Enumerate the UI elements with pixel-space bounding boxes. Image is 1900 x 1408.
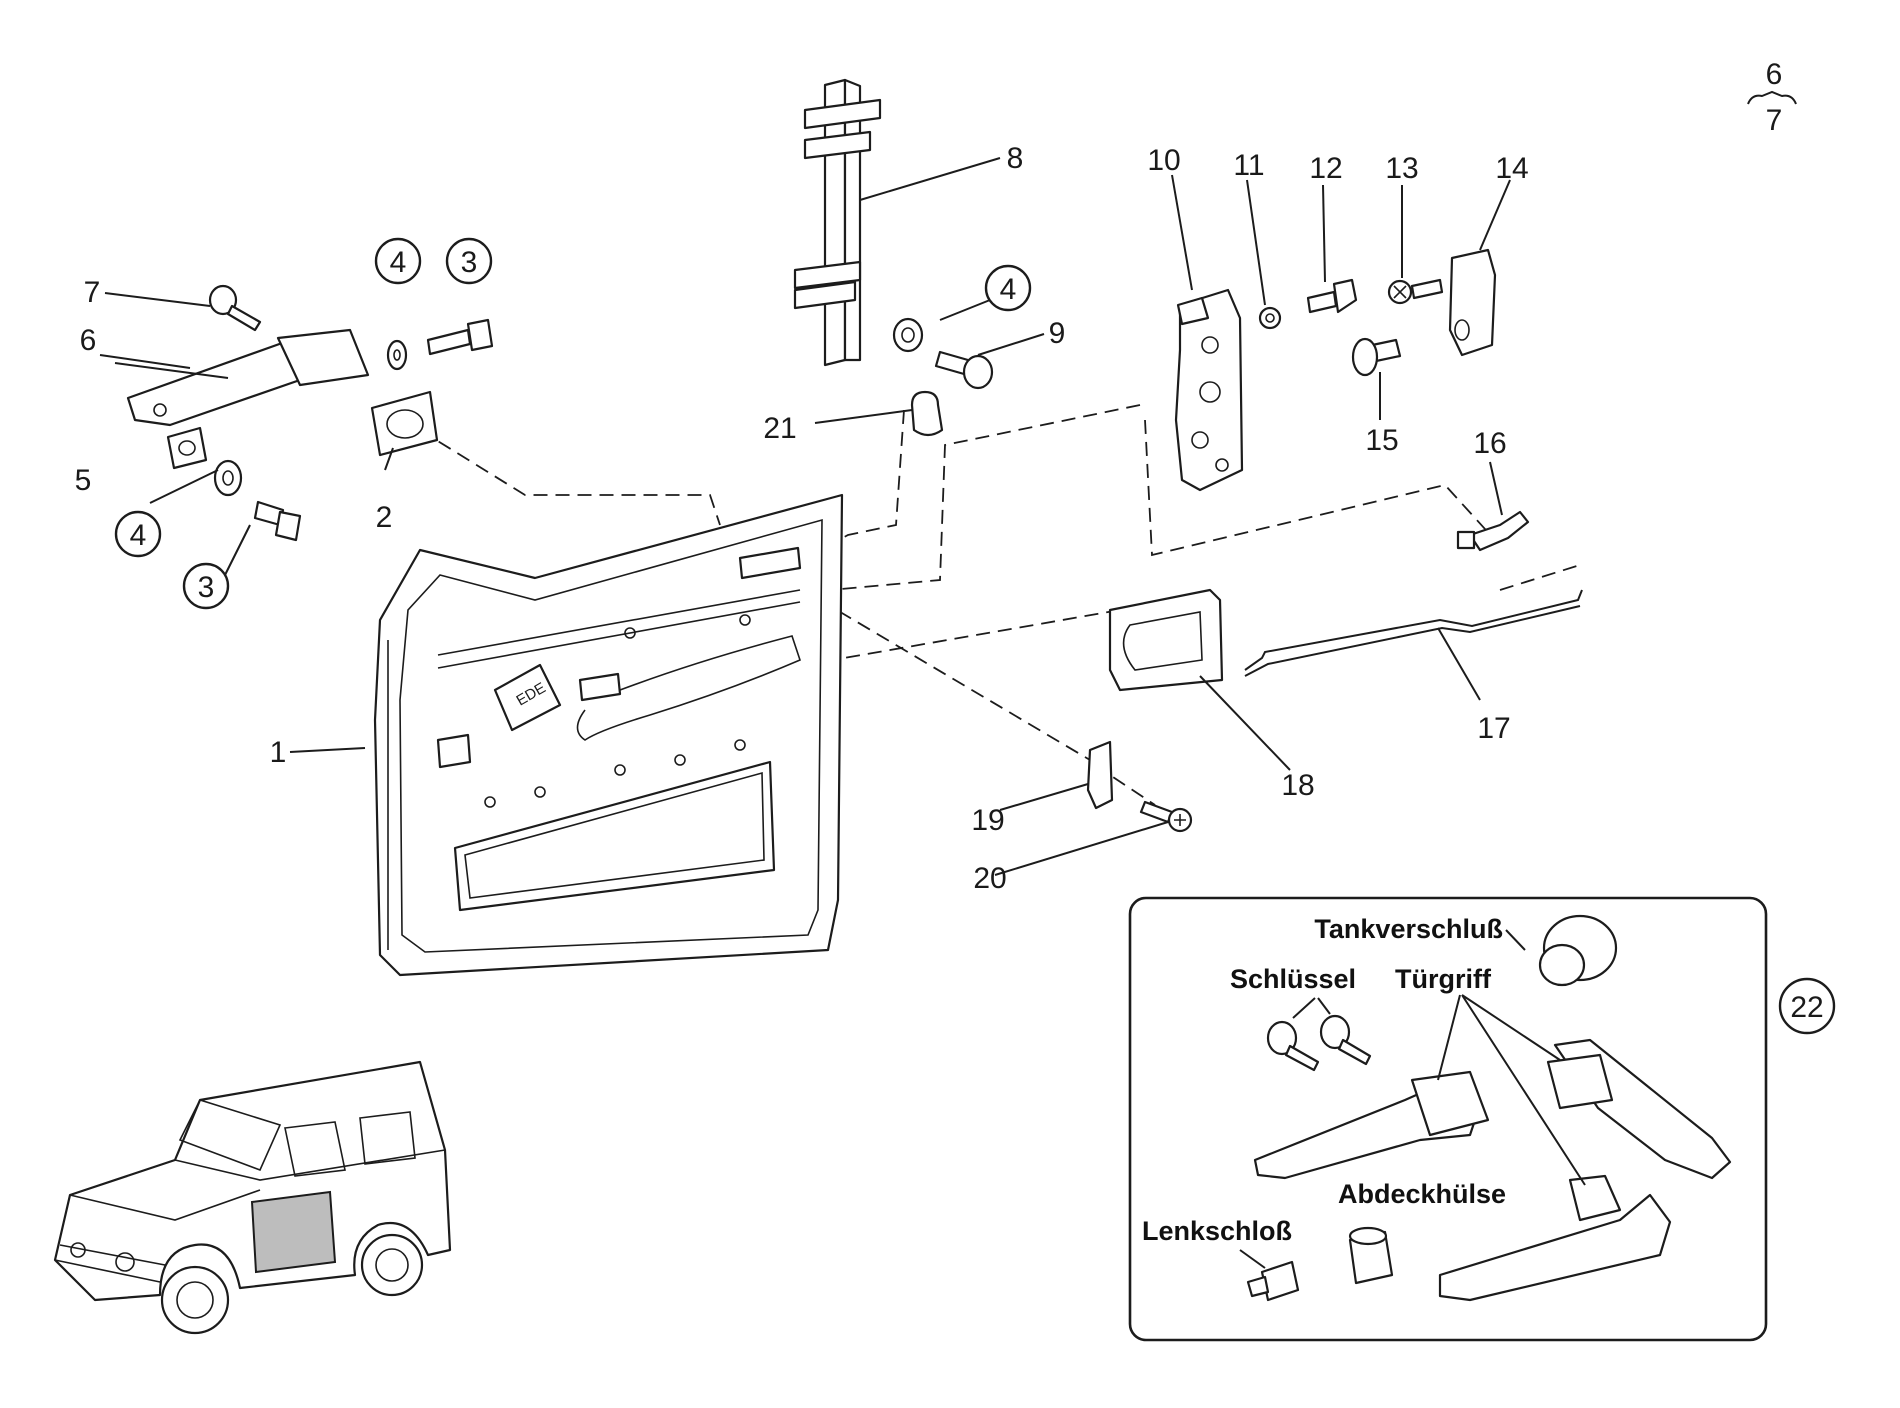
callout-4-middle: 4 <box>1000 273 1017 306</box>
outer-handle-part <box>126 328 370 427</box>
callout-22: 22 <box>1790 991 1823 1024</box>
striker-plate-part <box>1448 248 1497 357</box>
rod-clip-part <box>1456 510 1530 552</box>
door-highlight <box>250 1190 337 1274</box>
callout-16: 16 <box>1473 427 1506 460</box>
callout-6: 6 <box>80 324 97 357</box>
callout-17: 17 <box>1477 712 1510 745</box>
door-handle-part <box>1253 1070 1490 1180</box>
bolt-part <box>426 318 494 356</box>
steering-lock-part <box>1246 1260 1300 1302</box>
shouldered-bolt-part <box>1351 337 1402 377</box>
door-panel: EDE <box>373 493 844 977</box>
bolt-part <box>934 350 994 390</box>
cover-sleeve-part <box>1348 1226 1394 1285</box>
callout-4-circle <box>374 237 422 285</box>
lock-rod-part <box>1244 589 1583 677</box>
callout-7: 7 <box>84 276 101 309</box>
callout-3-circle <box>445 237 493 285</box>
page-ref-bottom: 7 <box>1766 104 1783 137</box>
callout-4-circle <box>114 510 162 558</box>
small-gasket-part <box>166 426 208 470</box>
inset-panel: Tankverschluß Schlüssel Türgriff Abdeckh… <box>1128 896 1768 1342</box>
star-washer-part <box>1258 306 1282 330</box>
vehicle-sketch <box>53 1060 452 1335</box>
callout-5: 5 <box>75 464 92 497</box>
callout-1: 1 <box>270 736 287 769</box>
callout-15: 15 <box>1365 424 1398 457</box>
window-rail-part <box>793 78 882 367</box>
callout-12: 12 <box>1309 152 1342 185</box>
page-ref-top: 6 <box>1766 58 1783 91</box>
leader-lines <box>99 157 1766 1007</box>
label-tuergriff: Türgriff <box>1395 964 1492 994</box>
label-tankverschluss: Tankverschluß <box>1314 914 1503 944</box>
callout-14: 14 <box>1495 152 1528 185</box>
assembly-dashed-lines <box>419 404 1581 806</box>
callout-3-lower: 3 <box>198 571 215 604</box>
callout-4-lower: 4 <box>130 519 147 552</box>
key-part <box>208 284 262 332</box>
callout-2: 2 <box>376 501 393 534</box>
door-lock-part <box>1174 288 1244 492</box>
washer-part <box>213 459 243 497</box>
page-reference: 6 7 <box>1747 58 1797 137</box>
label-schluessel: Schlüssel <box>1230 964 1356 994</box>
callout-18: 18 <box>1281 769 1314 802</box>
inner-handle-part <box>1108 588 1224 692</box>
door-handle-part <box>1438 1174 1672 1302</box>
label-lenkschloss: Lenkschloß <box>1142 1216 1292 1246</box>
callout-3-circle <box>182 562 230 610</box>
callout-22-circle <box>1778 977 1836 1035</box>
callout-4-upper: 4 <box>390 246 407 279</box>
screw-part <box>1139 800 1193 833</box>
bolt-part <box>253 500 302 542</box>
callout-19: 19 <box>971 804 1004 837</box>
fuel-cap-part <box>1538 914 1618 987</box>
callout-numbers: 1 2 3 3 4 4 4 5 6 7 8 9 10 11 12 13 14 1… <box>75 142 1836 1035</box>
callout-20: 20 <box>973 862 1006 895</box>
callout-21: 21 <box>763 412 796 445</box>
countersunk-screw-part <box>1306 278 1358 314</box>
key-part <box>1266 1014 1372 1072</box>
callout-8: 8 <box>1007 142 1024 175</box>
callout-11: 11 <box>1233 149 1264 182</box>
label-abdeckhuelse: Abdeckhülse <box>1338 1179 1506 1209</box>
page-ref-brace <box>1747 90 1797 105</box>
rubber-buffer-part <box>910 390 944 437</box>
gasket-plate-part <box>370 390 439 457</box>
callout-10: 10 <box>1147 144 1180 177</box>
callout-3-upper: 3 <box>461 246 478 279</box>
bracket-part <box>1086 740 1114 810</box>
washer-part <box>892 317 924 353</box>
callout-4-circle <box>984 264 1032 312</box>
washer-part <box>386 339 408 371</box>
phillips-screw-part <box>1387 278 1444 305</box>
callout-13: 13 <box>1385 152 1418 185</box>
door-handle-part <box>1546 1038 1732 1180</box>
callout-9: 9 <box>1049 317 1066 350</box>
